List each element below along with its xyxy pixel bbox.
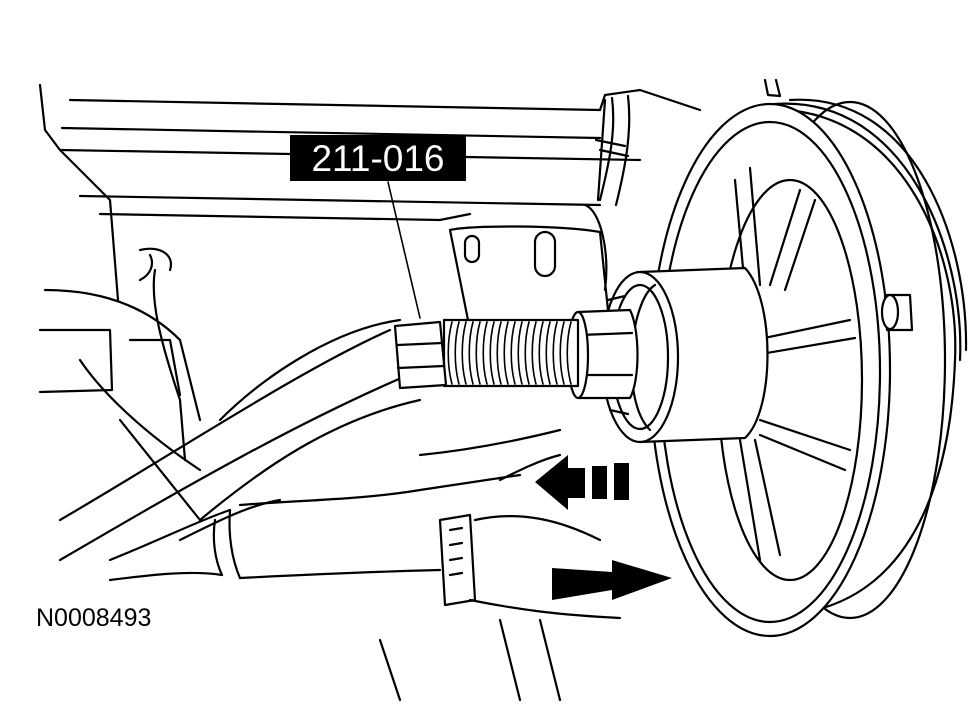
crankshaft-pulley [648, 78, 968, 638]
figure-reference-number: N0008493 [36, 604, 151, 632]
screw-threads [447, 321, 572, 385]
screw-thread [538, 321, 544, 385]
screw-thread [468, 321, 474, 385]
screw-thread [566, 321, 572, 385]
screw-thread [475, 321, 481, 385]
screw-thread [461, 321, 467, 385]
screw-thread [482, 321, 488, 385]
screw-thread [559, 321, 565, 385]
tool-number-text: 211-016 [311, 138, 444, 179]
screw-thread [517, 321, 523, 385]
screw-thread [447, 321, 453, 385]
screw-thread [531, 321, 537, 385]
screw-thread [503, 321, 509, 385]
engine-background [38, 83, 702, 702]
screw-thread [496, 321, 502, 385]
arrow-dashed-left [535, 455, 629, 510]
leader-line [387, 181, 421, 319]
screw-thread [454, 321, 460, 385]
arrow-solid-right [552, 560, 672, 600]
screw-thread [489, 321, 495, 385]
screw-thread [524, 321, 530, 385]
tool-number-label: 211-016 [290, 135, 466, 181]
screw-thread [545, 321, 551, 385]
screw-thread [552, 321, 558, 385]
puller-tool [387, 181, 769, 444]
screw-thread [510, 321, 516, 385]
